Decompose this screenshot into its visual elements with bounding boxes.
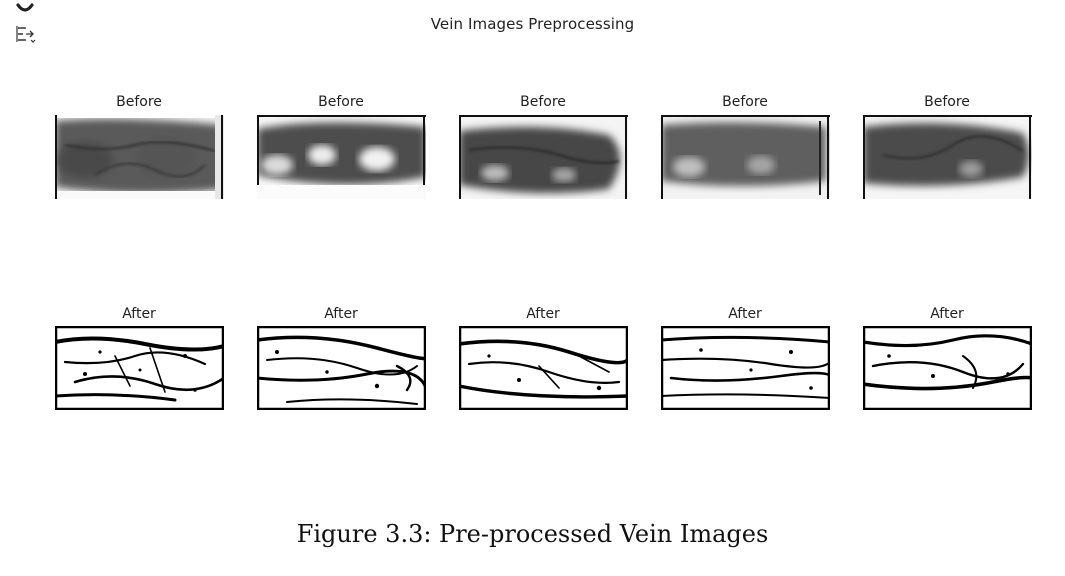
after-image [661,326,830,410]
after-image [863,326,1032,410]
chevron-down-icon[interactable] [14,2,38,16]
panel-title-before: Before [520,94,566,110]
after-image [459,326,628,410]
figure-suptitle: Vein Images Preprocessing [430,15,635,33]
panel-title-after: After [324,306,358,322]
panel-title-before: Before [924,94,970,110]
panel-title-before: Before [116,94,162,110]
output-options-icon[interactable] [14,24,38,46]
panel-title-after: After [728,306,762,322]
before-image [459,115,628,199]
figure-caption: Figure 3.3: Pre-processed Vein Images [296,520,769,548]
output-toolbar [14,2,38,46]
after-image [55,326,224,410]
panel-title-after: After [526,306,560,322]
before-image [257,115,426,199]
panel-title-before: Before [318,94,364,110]
before-image [55,115,224,199]
before-image [661,115,830,199]
before-image [863,115,1032,199]
panel-title-after: After [122,306,156,322]
panel-title-after: After [930,306,964,322]
panel-title-before: Before [722,94,768,110]
after-image [257,326,426,410]
